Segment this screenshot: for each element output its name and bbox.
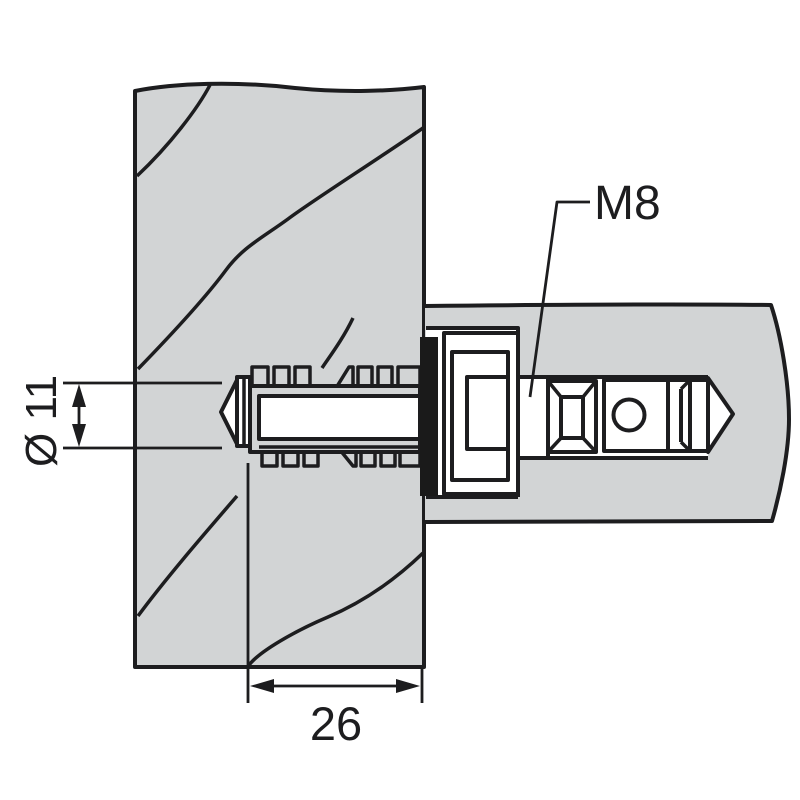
housing-inner	[465, 375, 510, 451]
diameter-arrow-down	[72, 424, 86, 447]
dowel-teeth-top	[250, 365, 422, 389]
depth-extension-lines	[246, 463, 424, 703]
bolt-tip	[706, 376, 735, 454]
square-drive-chamfers	[546, 379, 598, 454]
bolt	[516, 375, 735, 460]
thread-label: M8	[594, 177, 661, 230]
bolt-end	[666, 376, 735, 454]
cross-hole	[611, 397, 647, 433]
square-drive-inner	[559, 395, 585, 440]
diameter-arrow-up	[72, 384, 86, 407]
dimension-diameter: Ø 11	[17, 375, 222, 467]
grain-line-2	[136, 126, 424, 371]
dowel-bore	[257, 394, 422, 441]
depth-arrow-right	[396, 679, 420, 693]
side-panel-outline	[424, 302, 791, 524]
bolt-end-chamfers	[679, 378, 692, 453]
depth-label: 26	[310, 697, 362, 750]
grain-line-3	[320, 317, 355, 369]
bolt-cross-hole-section	[602, 378, 670, 453]
dimension-depth: 26	[246, 463, 424, 750]
connector-housing	[442, 331, 520, 496]
depth-arrow-left	[250, 679, 274, 693]
thread-callout: M8	[528, 177, 661, 398]
diameter-label: Ø 11	[17, 375, 66, 467]
bolt-square-drive	[546, 379, 598, 454]
flange	[420, 337, 438, 496]
grain-line-5	[247, 551, 425, 667]
leader-line	[528, 200, 590, 398]
bolt-washer	[516, 375, 550, 460]
grain-line-1	[135, 84, 212, 178]
dowel-tip	[219, 378, 239, 446]
wood-grain-lines	[135, 84, 425, 667]
expansion-dowel	[219, 365, 422, 468]
grain-line-4	[136, 494, 239, 618]
diameter-extension-lines	[63, 381, 222, 450]
